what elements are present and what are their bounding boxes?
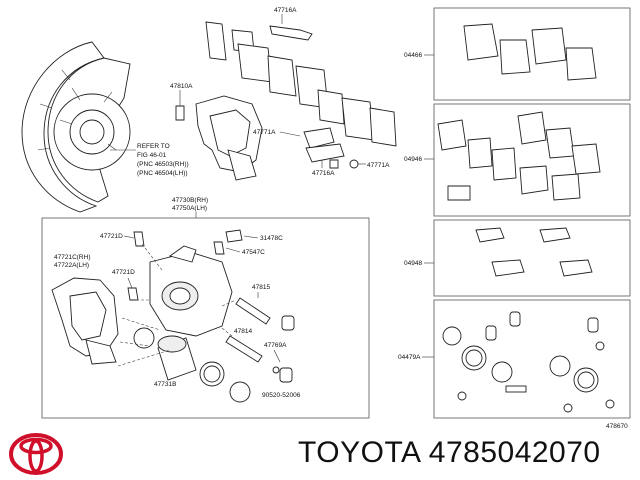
- label-47716a-top: 47716A: [274, 7, 297, 14]
- brand-part-caption: TOYOTA 4785042070: [298, 436, 601, 470]
- pad-kit-04466: [463, 23, 597, 81]
- label-04479a: 04479A: [398, 354, 421, 361]
- label-47771a-right: 47771A: [367, 162, 390, 169]
- dust-shield: [21, 41, 131, 213]
- label-47814: 47814: [234, 328, 252, 335]
- kit-box-04946: [433, 103, 631, 217]
- label-47810a: 47810A: [170, 83, 193, 90]
- note-line-4: (PNC 46504(LH)): [137, 170, 188, 177]
- anti-rattle-clips: [303, 127, 359, 169]
- label-47547c: 47547C: [242, 249, 265, 256]
- brand-name: TOYOTA: [298, 436, 420, 469]
- caliper-bracket: [51, 277, 119, 365]
- label-47750a: 47750A(LH): [172, 205, 207, 212]
- kit-box-04948: [433, 219, 631, 297]
- figure-code: 478670: [606, 423, 628, 430]
- label-47815: 47815: [252, 284, 270, 291]
- note-line-1: REFER TO: [137, 143, 170, 150]
- shim-kit-04946: [437, 111, 601, 201]
- label-04948: 04948: [404, 260, 422, 267]
- brake-parts-diagram: REFER TO FIG 46-01 (PNC 46503(RH)) (PNC …: [21, 7, 631, 430]
- piston-and-seals: [133, 327, 251, 403]
- label-47730b: 47730B(RH): [172, 197, 208, 204]
- seal-kit-04479a: [442, 311, 615, 413]
- pad-clips-top: [205, 21, 397, 147]
- kit-box-04479a: [433, 299, 631, 419]
- label-47771a-left: 47771A: [253, 129, 276, 136]
- label-47731b: 47731B: [154, 381, 176, 388]
- label-47716a-mid: 47716A: [312, 170, 335, 177]
- label-31478c: 31478C: [260, 235, 283, 242]
- label-90520: 90520-52006: [262, 392, 301, 399]
- label-47769a: 47769A: [264, 342, 287, 349]
- note-line-3: (PNC 46503(RH)): [137, 161, 189, 168]
- note-line-2: FIG 46-01: [137, 152, 167, 159]
- label-47721d-top: 47721D: [100, 233, 123, 240]
- guide-pins: [225, 297, 295, 383]
- caliper-assembly-frame: [41, 217, 370, 419]
- toyota-logo-icon: [9, 433, 63, 475]
- caliper-mounting: [195, 95, 263, 181]
- part-number: 4785042070: [428, 436, 601, 469]
- caliper-body: [149, 245, 233, 337]
- label-47721c: 47721C(RH): [54, 254, 91, 261]
- label-04466: 04466: [404, 52, 422, 59]
- clip-kit-04948: [475, 227, 593, 277]
- label-04946: 04946: [404, 156, 422, 163]
- kit-box-04466: [433, 7, 631, 101]
- label-47722a: 47722A(LH): [54, 262, 89, 269]
- label-47721d-mid: 47721D: [112, 269, 135, 276]
